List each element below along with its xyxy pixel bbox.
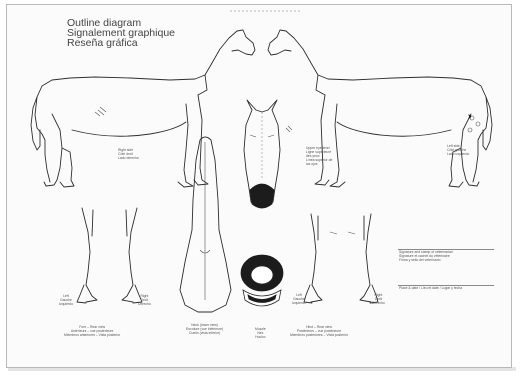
label-hind-left: Left Gauche Izquierdo bbox=[292, 293, 306, 305]
label-signature: Signature and stamp of veterinarian Sign… bbox=[399, 250, 453, 262]
horse-left-side-view bbox=[268, 30, 492, 187]
label-fore-right: Right Droit Derecho bbox=[138, 294, 151, 306]
label-neck-caption: Neck (lower view) Encolure (vue inférieu… bbox=[186, 323, 223, 335]
label-muzzle: Muzzle Nez Hocico bbox=[255, 327, 266, 339]
label-right-side: Right side Côté droit Lado derecho bbox=[118, 148, 139, 160]
label-fore-left: Left Gauche Izquierdo bbox=[59, 294, 73, 306]
label-upper-eye-level: Upper eye level Ligne supérieure des yeu… bbox=[306, 146, 332, 166]
forelegs-rear-view bbox=[77, 208, 142, 303]
hindlegs-rear-view bbox=[304, 214, 378, 303]
label-hind-caption: Hind – Rear view Postérieurs – vue posté… bbox=[290, 325, 348, 337]
label-fore-caption: Fore – Rear view Antérieurs – vue postér… bbox=[64, 325, 120, 337]
label-left-side: Left side Côté gauche Lado izquierdo bbox=[447, 144, 469, 156]
label-hind-right: Right Droit Derecho bbox=[372, 293, 385, 305]
muzzle-view bbox=[241, 255, 283, 306]
neck-lower-view bbox=[180, 137, 231, 312]
horse-right-side-view bbox=[31, 30, 255, 187]
label-place-date: Place & date / Lieu et date / Lugar y fe… bbox=[399, 286, 462, 290]
head-front-view bbox=[244, 100, 292, 208]
